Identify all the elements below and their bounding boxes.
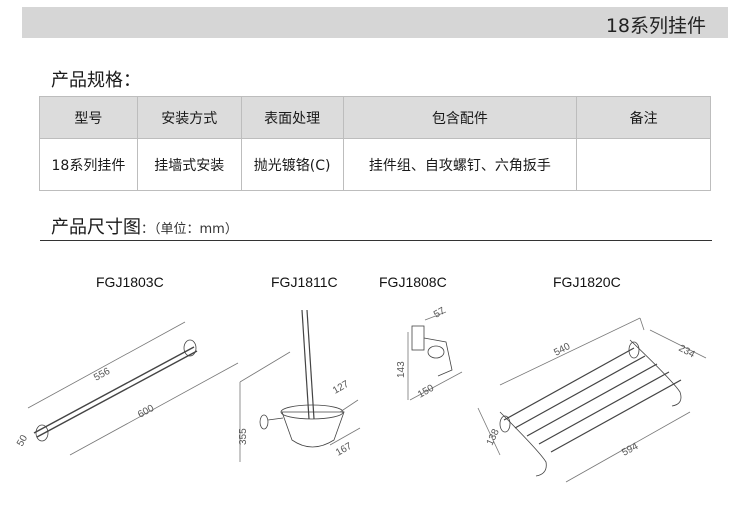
dim-label: 234 xyxy=(677,343,697,361)
dim-label: 594 xyxy=(620,441,640,459)
towel-rack-drawing xyxy=(477,317,707,483)
col-header-finish: 表面处理 xyxy=(240,96,344,139)
dim-label: 50 xyxy=(15,433,30,449)
col-header-remarks: 备注 xyxy=(576,96,711,139)
header-banner: 18系列挂件 xyxy=(22,7,728,38)
spec-section-title: 产品规格： xyxy=(51,70,141,91)
cell-install: 挂墙式安装 xyxy=(136,138,242,191)
model-label-1: FGJ1803C xyxy=(96,274,164,290)
dim-label: 556 xyxy=(92,366,112,384)
model-label-4: FGJ1820C xyxy=(553,274,621,290)
col-header-install: 安装方式 xyxy=(136,96,242,139)
paper-holder-drawing xyxy=(407,311,463,401)
dim-label: 355 xyxy=(238,428,249,445)
cell-model: 18系列挂件 xyxy=(39,138,138,191)
dim-label: 143 xyxy=(396,361,407,378)
dim-label: 167 xyxy=(334,441,354,459)
model-label-3: FGJ1808C xyxy=(379,274,447,290)
spec-table-header-row: 型号 安装方式 表面处理 包含配件 备注 xyxy=(39,96,711,139)
toilet-brush-drawing xyxy=(239,309,361,462)
dim-label: 600 xyxy=(136,403,156,421)
dim-label: 57 xyxy=(432,305,448,320)
dim-label: 138 xyxy=(485,427,502,447)
unit-note: ：（单位：mm） xyxy=(141,222,238,237)
dim-label: 127 xyxy=(331,379,351,397)
cell-accessories: 挂件组、自攻螺钉、六角扳手 xyxy=(342,138,578,191)
table-row: 18系列挂件 挂墙式安装 抛光镀铬(C) 挂件组、自攻螺钉、六角扳手 xyxy=(39,138,711,191)
cell-remarks xyxy=(576,138,711,191)
spec-table: 型号 安装方式 表面处理 包含配件 备注 18系列挂件 挂墙式安装 抛光镀铬(C… xyxy=(39,96,711,191)
model-label-2: FGJ1811C xyxy=(271,274,338,290)
towel-bar-drawing xyxy=(27,321,239,456)
col-header-accessories: 包含配件 xyxy=(342,96,578,139)
dim-label: 540 xyxy=(552,341,572,359)
dim-label: 150 xyxy=(416,383,436,401)
cell-finish: 抛光镀铬(C) xyxy=(240,138,344,191)
dim-section-title: 产品尺寸图：（单位：mm） xyxy=(51,213,238,239)
page-title: 18系列挂件 xyxy=(605,15,706,37)
section-divider xyxy=(40,240,712,241)
dim-section-label: 产品尺寸图 xyxy=(51,217,141,238)
